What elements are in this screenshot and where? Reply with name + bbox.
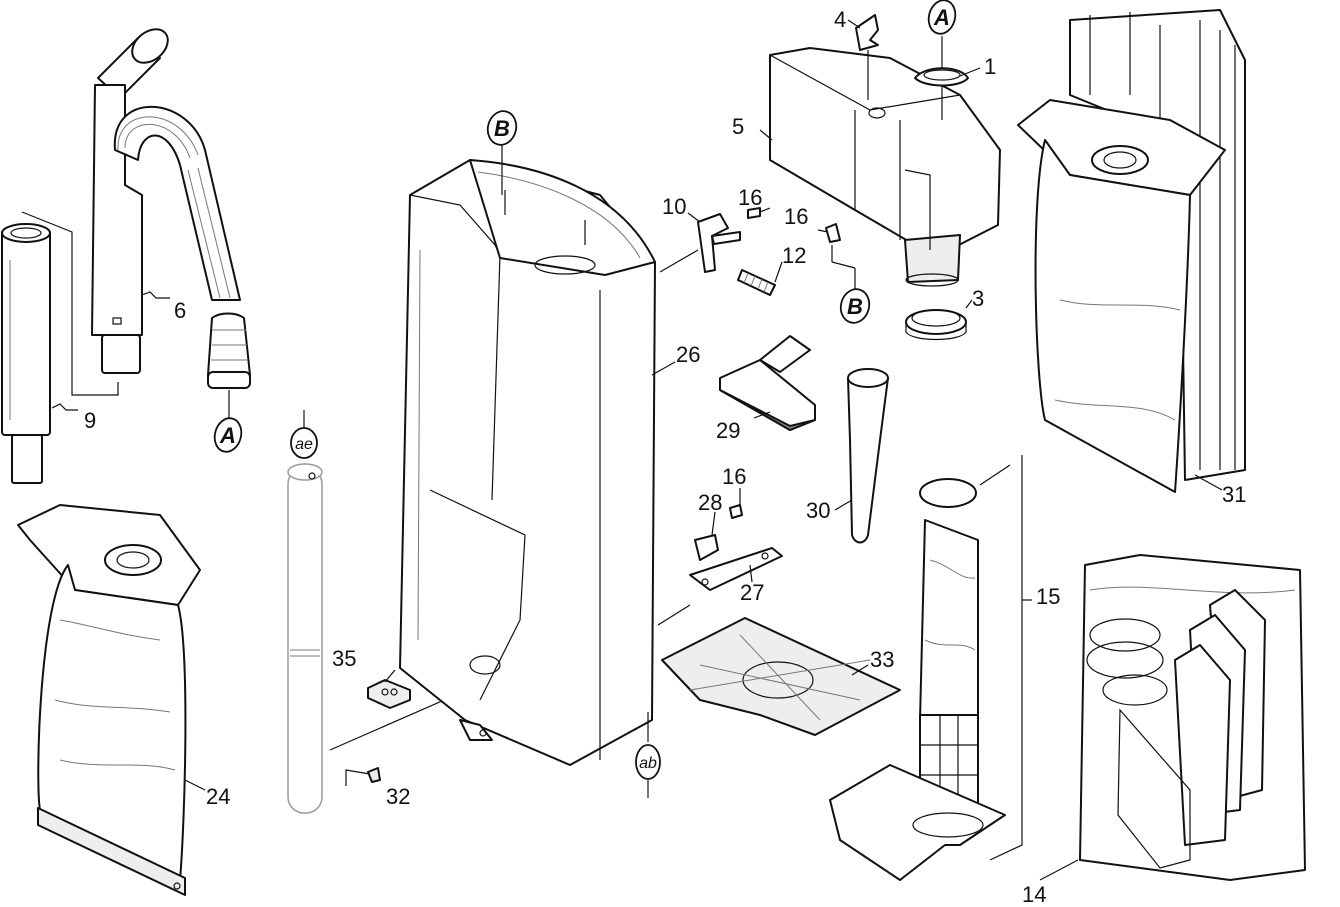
bracket-part xyxy=(697,213,741,273)
screw-part xyxy=(747,207,761,219)
callout-33: 33 xyxy=(870,647,894,672)
retaining-ring-part xyxy=(914,67,969,87)
callout-31: 31 xyxy=(1222,482,1246,507)
connection-mark-a-top: A xyxy=(927,0,957,35)
base-plate-part xyxy=(661,617,901,736)
callout-24: 24 xyxy=(206,784,230,809)
callout-32: 32 xyxy=(386,784,410,809)
callout-16-latch: 16 xyxy=(722,464,746,489)
extension-tube-part xyxy=(1,223,51,484)
clip-part xyxy=(855,14,879,51)
callout-27: 27 xyxy=(740,580,764,605)
latch-part xyxy=(689,547,783,591)
callout-35: 35 xyxy=(332,646,356,671)
callout-12: 12 xyxy=(782,243,806,268)
callout-16-bracket: 16 xyxy=(738,185,762,210)
callout-9: 9 xyxy=(84,408,96,433)
gasket-part xyxy=(367,679,411,709)
screw-part xyxy=(729,504,743,519)
clamp-bracket-part xyxy=(694,534,719,561)
hose-handle-part xyxy=(91,28,251,389)
filter-kit-part xyxy=(1079,554,1306,881)
svg-text:A: A xyxy=(219,423,236,448)
connection-mark-a-hose: A xyxy=(213,417,243,453)
svg-text:B: B xyxy=(847,294,863,319)
floor-nozzle-part xyxy=(719,335,816,432)
connection-mark-b-screw: B xyxy=(839,288,871,324)
screw-part xyxy=(825,223,841,243)
callout-15: 15 xyxy=(1036,584,1060,609)
dust-bag-part xyxy=(17,504,201,896)
callout-3: 3 xyxy=(972,286,984,311)
connecting-pipe-part xyxy=(287,463,323,814)
crevice-tool-part xyxy=(847,368,889,544)
main-housing-part xyxy=(399,159,656,766)
filter-assembly-part xyxy=(829,478,1006,881)
callout-10: 10 xyxy=(662,194,686,219)
connection-mark-b-housing: B xyxy=(486,110,518,146)
callout-26: 26 xyxy=(676,342,700,367)
callout-29: 29 xyxy=(716,418,740,443)
callout-16-head: 16 xyxy=(784,204,808,229)
callout-6: 6 xyxy=(174,298,186,323)
svg-text:ab: ab xyxy=(639,755,657,772)
screw-part xyxy=(367,767,381,783)
connection-mark-ae: ae xyxy=(290,427,318,459)
seal-ring-part xyxy=(905,309,967,341)
spring-part xyxy=(737,269,776,296)
svg-text:ae: ae xyxy=(295,436,313,453)
svg-text:B: B xyxy=(494,116,510,141)
callout-5: 5 xyxy=(732,114,744,139)
svg-text:A: A xyxy=(933,5,950,30)
connection-mark-ab: ab xyxy=(635,744,661,780)
callout-14: 14 xyxy=(1022,882,1046,907)
callout-4: 4 xyxy=(834,7,846,32)
callout-1: 1 xyxy=(984,54,996,79)
callout-28: 28 xyxy=(698,490,722,515)
callout-30: 30 xyxy=(806,498,830,523)
bag-stack-part xyxy=(1017,9,1246,493)
